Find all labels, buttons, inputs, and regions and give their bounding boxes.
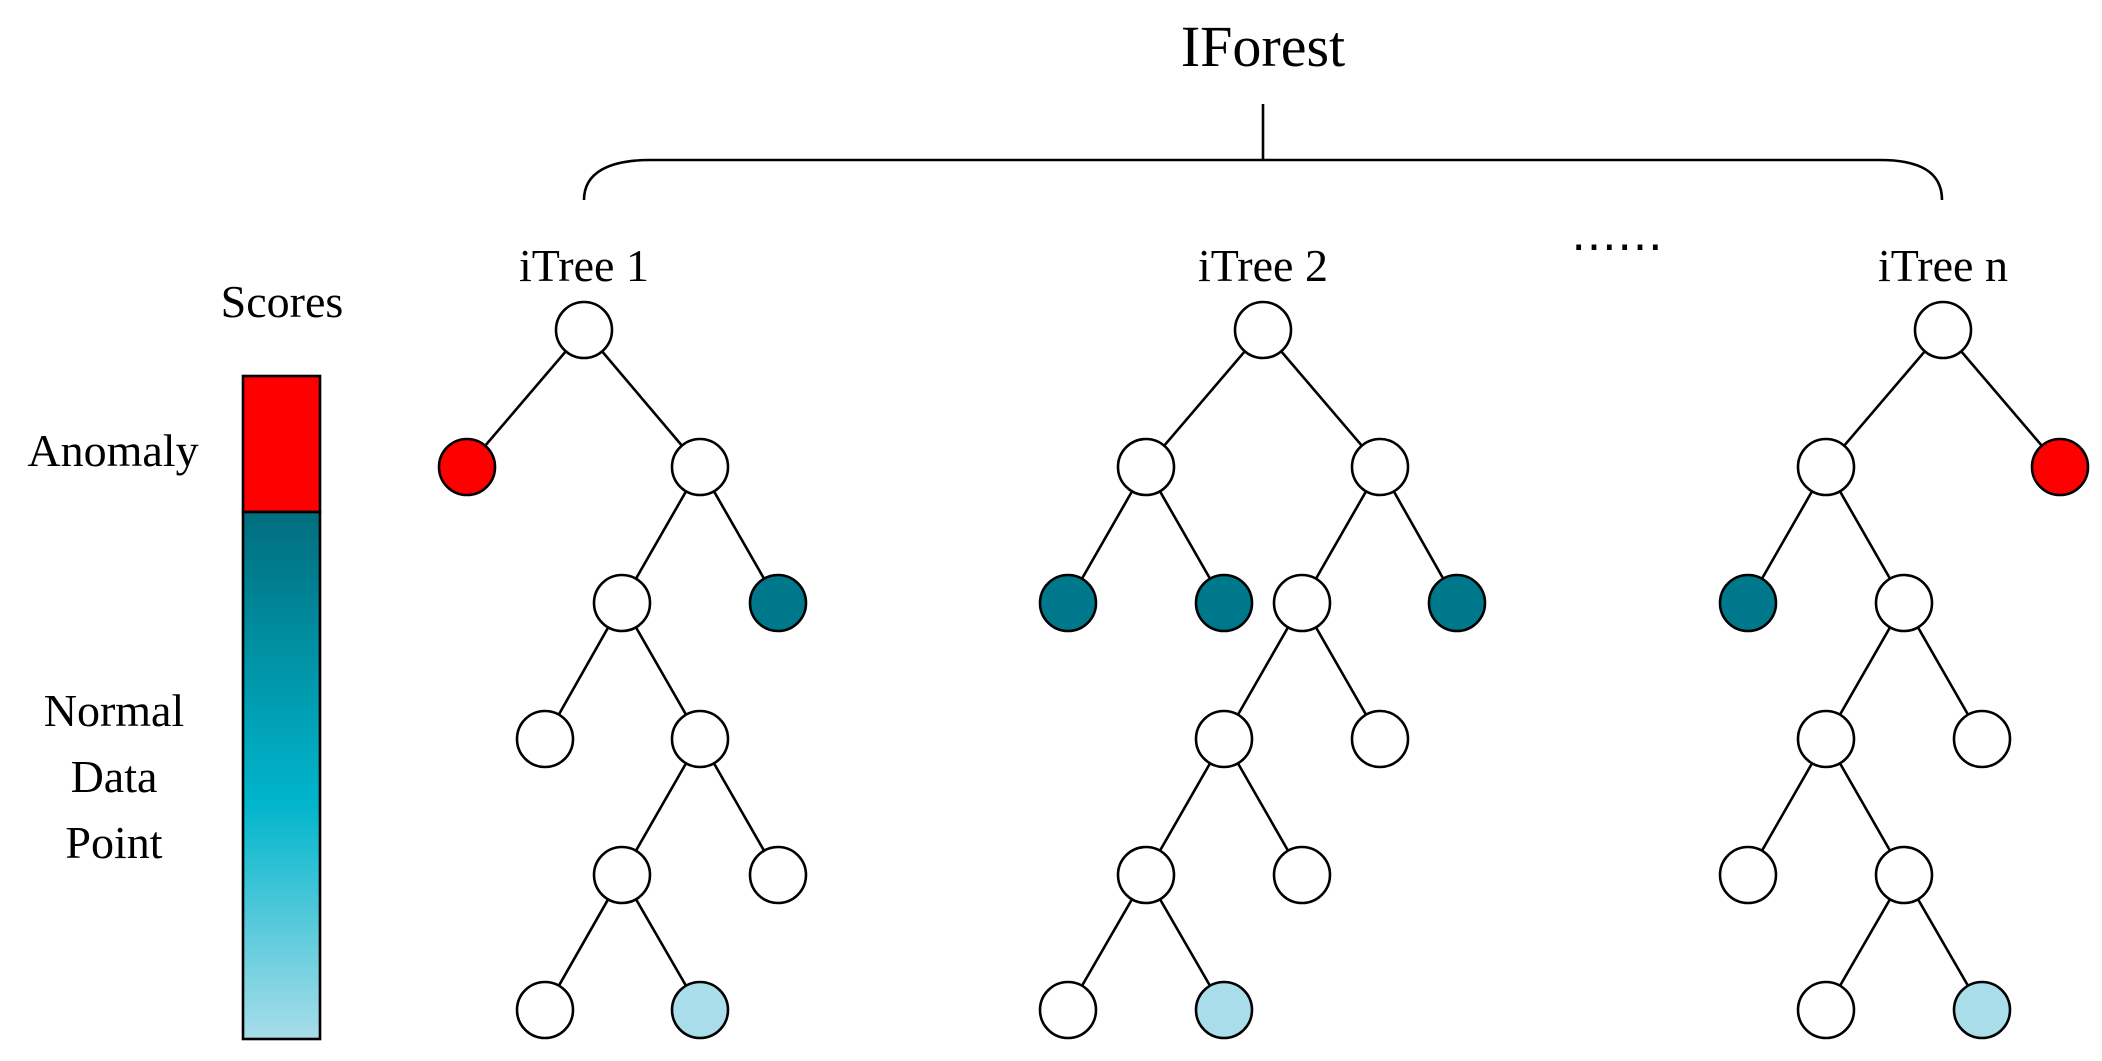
tree-3-edge-LRL-LRLR [1838,762,1892,852]
tree-1-edge-root-R [601,350,683,447]
tree-3-edge-L-LL [1760,490,1814,580]
tree-3-edge-LRL-LRLL [1760,762,1814,852]
tree-2-edge-RLLL-RLLLL [1080,898,1134,987]
tree-1-edge-R-RR [712,490,766,580]
tree-3-node-LRLRL-normal [1796,980,1856,1040]
tree-1-edge-RL-RLR [634,626,688,716]
tree-label-2: iTree 2 [1198,240,1328,291]
tree-2-edge-RLL-RLLL [1158,762,1212,852]
tree-2-edge-L-LL [1080,490,1134,580]
tree-1-node-RLRL-normal [592,845,652,905]
tree-1-node-RLRR-normal [748,845,808,905]
tree-3-node-LRLRR-light-blue [1952,980,2012,1040]
tree-2-edge-RLLL-RLLLR [1158,898,1212,987]
tree-1-node-RLRLR-light-blue [670,980,730,1040]
tree-label-1: iTree 1 [519,240,649,291]
tree-1-node-RLL-normal [515,709,575,769]
tree-label-n: iTree n [1878,240,2008,291]
tree-1-node-RLR-normal [670,709,730,769]
tree-3-node-R-anomaly [2030,437,2090,497]
tree-1-edge-RLR-RLRR [712,762,766,852]
tree-1-edge-RLRL-RLRLL [557,898,610,987]
tree-1-edge-root-L [484,350,567,447]
diagram-title: IForest [1181,14,1345,79]
tree-3-edge-LRLR-LRLRL [1838,898,1892,987]
tree-3-edge-LR-LRL [1838,626,1892,716]
tree-2-edge-RLL-RLLR [1236,762,1290,852]
normal-label-line-1: Normal [44,685,185,736]
forest-brace [582,158,1944,201]
tree-1-node-root-normal [554,300,614,360]
tree-3-node-LRLL-normal [1718,845,1778,905]
tree-2-edge-L-LR [1158,490,1212,580]
tree-3-node-L-normal [1796,437,1856,497]
tree-3-edge-LRLR-LRLRR [1916,898,1970,987]
tree-2-node-LR-dark-teal [1194,573,1254,633]
tree-1-node-RLRLL-normal [515,980,575,1040]
tree-1-node-RL-normal [592,573,652,633]
tree-1-node-R-normal [670,437,730,497]
tree-2-node-RLR-normal [1350,709,1410,769]
scores-heading: Scores [221,276,344,327]
tree-1-edge-RL-RLL [557,626,610,716]
tree-2-node-root-normal [1233,300,1293,360]
tree-2-edge-root-L [1163,350,1246,447]
tree-1-edge-R-RL [634,490,688,580]
normal-label-line-2: Data [71,751,158,802]
anomaly-score-segment [241,374,322,514]
tree-2-node-R-normal [1350,437,1410,497]
tree-2-edge-R-RR [1392,490,1445,580]
tree-3-node-LR-normal [1874,573,1934,633]
tree-2-node-RLLLR-light-blue [1194,980,1254,1040]
tree-nodes [437,300,2090,1040]
tree-3-edge-root-L [1843,350,1926,447]
tree-2-edge-RL-RLL [1236,626,1290,716]
tree-2-node-RLLR-normal [1272,845,1332,905]
tree-2-node-L-normal [1116,437,1176,497]
tree-3-edge-L-LR [1838,490,1892,580]
normal-score-gradient [241,510,322,1041]
tree-2-edge-RL-RLR [1314,626,1368,716]
anomaly-label: Anomaly [27,425,198,476]
tree-3-node-LRLR-normal [1874,845,1934,905]
tree-1-node-L-anomaly [437,437,497,497]
tree-2-edge-R-RL [1314,490,1368,580]
tree-2-node-RL-normal [1272,573,1332,633]
tree-1-edge-RLRL-RLRLR [634,898,688,987]
normal-label-line-3: Point [65,817,162,868]
tree-3-node-LL-dark-teal [1718,573,1778,633]
ellipsis: ⋯⋯ [1571,221,1663,272]
tree-3-node-root-normal [1913,300,1973,360]
tree-2-node-RR-dark-teal [1427,573,1487,633]
tree-3-node-LRL-normal [1796,709,1856,769]
tree-2-edge-root-R [1280,350,1363,447]
tree-2-node-RLLL-normal [1116,845,1176,905]
tree-2-node-RLLLL-normal [1038,980,1098,1040]
tree-2-node-RLL-normal [1194,709,1254,769]
tree-3-edge-root-R [1960,350,2043,447]
tree-3-node-LRR-normal [1952,709,2012,769]
tree-1-node-RR-dark-teal [748,573,808,633]
tree-2-node-LL-dark-teal [1038,573,1098,633]
tree-3-edge-LR-LRR [1916,626,1970,716]
tree-1-edge-RLR-RLRL [634,762,688,852]
tree-edges [484,350,2043,987]
